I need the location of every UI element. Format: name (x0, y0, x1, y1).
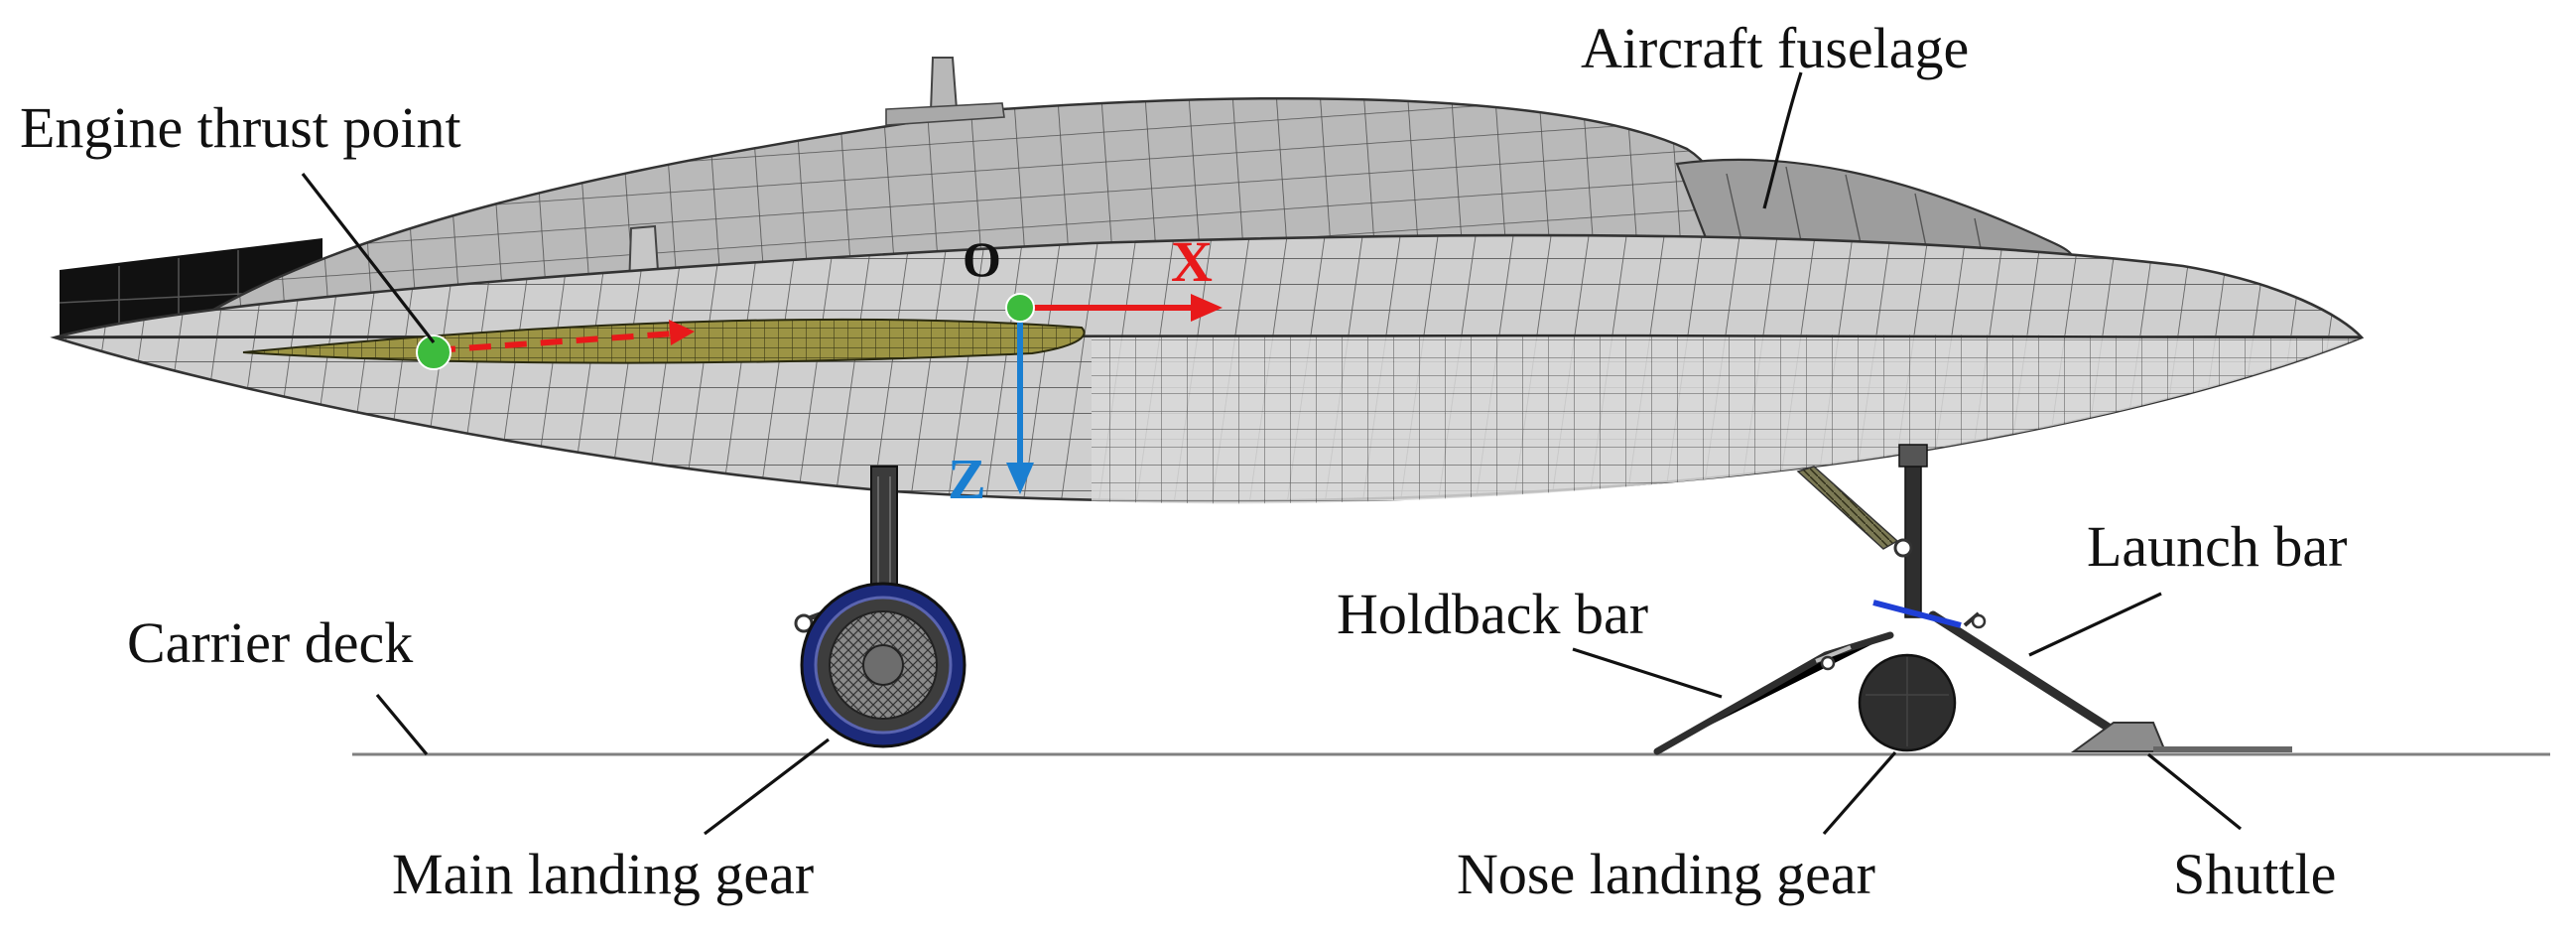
label-launch-bar: Launch bar (2087, 514, 2347, 579)
leader-launch-bar (2028, 592, 2162, 657)
label-engine-thrust-point: Engine thrust point (20, 95, 461, 160)
label-main-landing-gear: Main landing gear (392, 842, 814, 906)
leader-engine-thrust-point (301, 173, 436, 343)
z-axis-arrow (1006, 310, 1034, 494)
launch-bar-link (1872, 600, 1962, 628)
label-aircraft-fuselage: Aircraft fuselage (1581, 16, 1969, 80)
origin-label: O (963, 231, 1001, 287)
label-shuttle: Shuttle (2173, 842, 2336, 906)
leader-aircraft-fuselage (1762, 71, 1803, 209)
gear-spring (1796, 466, 1899, 550)
x-axis-label: X (1171, 229, 1213, 294)
leader-nose-landing-gear (1822, 750, 1897, 836)
label-nose-landing-gear: Nose landing gear (1457, 842, 1875, 906)
z-axis-label: Z (948, 447, 986, 511)
leader-shuttle (2146, 752, 2243, 831)
shuttle (2070, 722, 2292, 752)
main-landing-gear (794, 466, 966, 748)
leader-carrier-deck (375, 693, 429, 756)
nose-landing-gear (1653, 444, 2117, 755)
engine-thrust-point-marker (416, 335, 451, 370)
x-axis-arrow (1020, 294, 1223, 322)
label-holdback-bar: Holdback bar (1337, 582, 1648, 646)
thrust-vector (433, 320, 695, 353)
leader-main-landing-gear (704, 738, 830, 836)
origin-marker (1005, 293, 1035, 323)
holdback-bar-strut (1653, 631, 1894, 755)
dorsal-fin (929, 57, 959, 113)
leader-holdback-bar (1572, 647, 1723, 699)
launch-bar-strut (1928, 610, 2117, 735)
engine-duct (242, 318, 1086, 364)
label-carrier-deck: Carrier deck (127, 610, 413, 675)
